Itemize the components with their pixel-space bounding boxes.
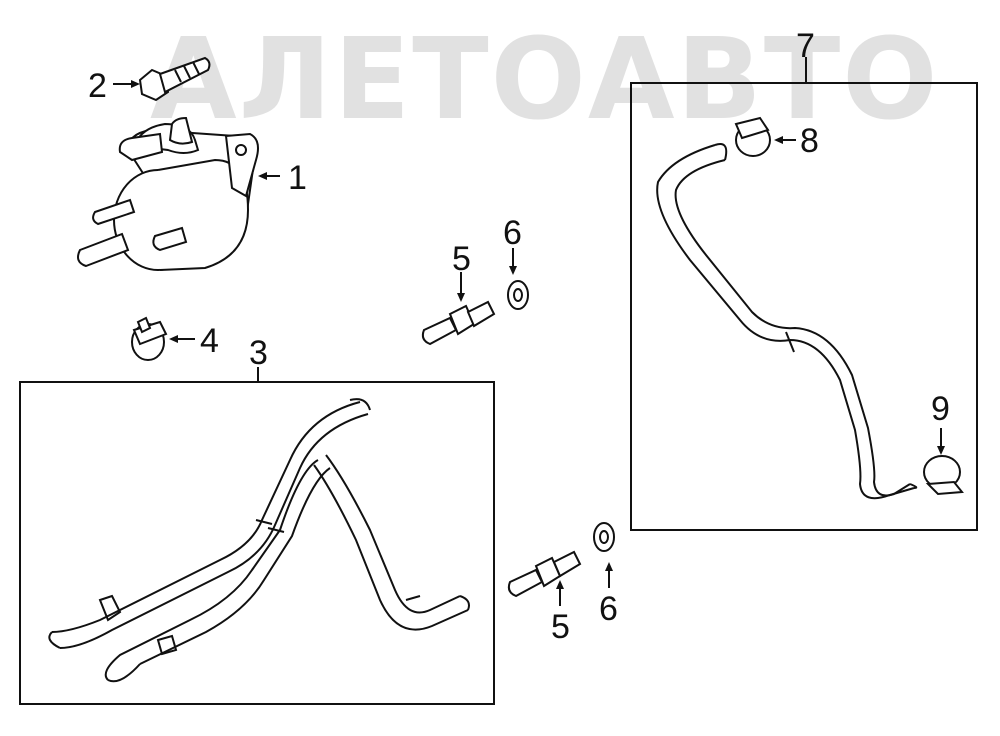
group-box-3 — [19, 381, 495, 705]
arrowhead-1 — [258, 172, 267, 180]
hose-assembly-part-3 — [48, 398, 470, 683]
washer-part-6-lower — [593, 522, 615, 552]
callout-6-upper: 6 — [503, 214, 522, 252]
oil-cooler-part-1 — [77, 116, 259, 271]
arrowhead-4 — [169, 335, 178, 343]
callout-7: 7 — [796, 27, 815, 65]
arrowhead-9 — [937, 446, 945, 455]
callout-2: 2 — [88, 67, 107, 105]
arrowhead-5-upper — [457, 293, 465, 302]
fitting-part-5-lower — [507, 550, 582, 598]
watermark-text: АЛЕТОАВТО — [150, 15, 939, 145]
callout-4: 4 — [200, 322, 219, 360]
arrowhead-6-lower — [605, 562, 613, 571]
callout-6-lower: 6 — [599, 590, 618, 628]
arrowhead-2 — [131, 80, 140, 88]
arrowhead-5-lower — [556, 580, 564, 589]
callout-5-upper: 5 — [452, 240, 471, 278]
callout-8: 8 — [800, 122, 819, 160]
clamp-part-9 — [923, 455, 964, 496]
clamp-part-4 — [131, 316, 168, 361]
group-box-7 — [630, 82, 978, 531]
watermark-logo: АЛЕТОАВТО — [150, 15, 939, 145]
washer-part-6-upper — [507, 280, 529, 310]
callout-9: 9 — [931, 390, 950, 428]
callout-5-lower: 5 — [551, 608, 570, 646]
fitting-part-5-upper — [421, 300, 496, 346]
clamp-part-8 — [734, 116, 771, 157]
arrowhead-6-upper — [509, 266, 517, 275]
callout-3: 3 — [249, 334, 268, 372]
bolt-part-2 — [138, 56, 211, 102]
hose-part-7 — [656, 143, 918, 500]
callout-1: 1 — [288, 159, 307, 197]
arrowhead-8 — [774, 136, 783, 144]
